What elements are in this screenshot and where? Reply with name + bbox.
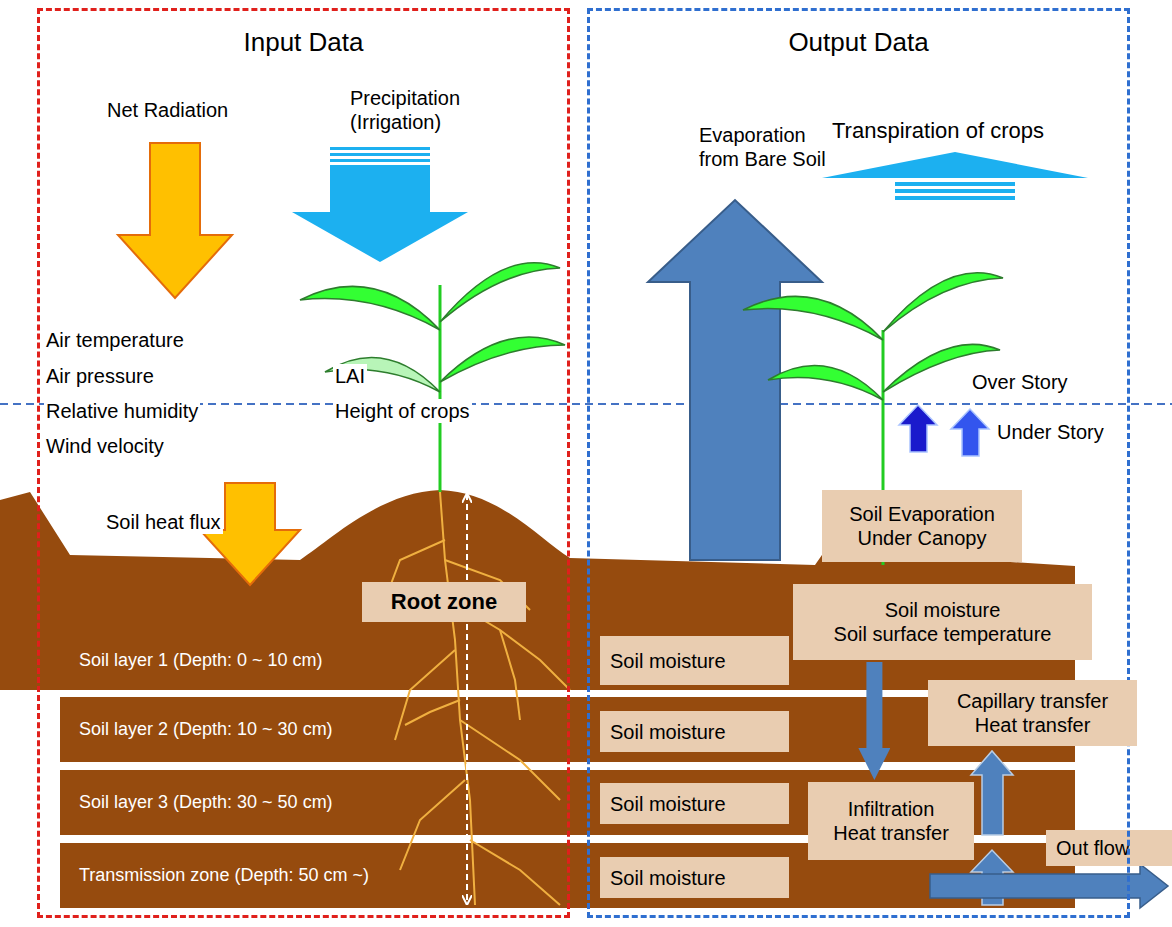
input-region: Input DataRoot zone bbox=[37, 8, 570, 918]
box-text: Out flow bbox=[1056, 836, 1162, 860]
output-box: Soil moisture bbox=[600, 783, 789, 824]
arrow-body bbox=[292, 165, 468, 262]
output-box: Out flow bbox=[1046, 830, 1172, 866]
root bbox=[500, 630, 520, 720]
transpiration-arrow bbox=[822, 152, 1088, 200]
heat-flux-arrow bbox=[200, 483, 300, 585]
output-box: Soil Evaporation Under Canopy bbox=[822, 490, 1022, 562]
outflow-arrow bbox=[930, 864, 1168, 908]
output-box: Soil moisture bbox=[600, 857, 789, 898]
output-box: Soil moistureSoil surface temperature bbox=[793, 584, 1092, 660]
root bbox=[400, 780, 465, 870]
evaporation-arrow bbox=[648, 200, 822, 560]
output-label: Evaporation from Bare Soil bbox=[697, 123, 846, 171]
output-region: Output DataSoil Evaporation Under Canopy… bbox=[587, 8, 1130, 918]
input-label: Height of crops bbox=[333, 399, 472, 423]
input-label: Air pressure bbox=[44, 364, 156, 388]
leaf bbox=[440, 337, 565, 382]
precipitation-arrow bbox=[292, 147, 468, 262]
input-label: Relative humidity bbox=[44, 399, 200, 423]
box-text: Heat transfer bbox=[818, 821, 964, 845]
understory-arrow bbox=[899, 405, 937, 452]
roots bbox=[385, 492, 570, 905]
capillary-arrow bbox=[971, 751, 1013, 835]
arrow-stripe bbox=[895, 182, 1015, 186]
input-label: Soil heat flux bbox=[104, 510, 223, 534]
flow-arrow bbox=[866, 662, 882, 748]
arrow-stripe bbox=[330, 153, 430, 156]
crop-stem bbox=[439, 285, 442, 492]
region-heading: Output Data bbox=[590, 27, 1127, 58]
layer-text: Soil layer 1 (Depth: 0 ~ 10 cm) bbox=[75, 650, 327, 672]
output-box: Soil moisture bbox=[600, 711, 789, 752]
crop-leaves bbox=[743, 273, 1003, 400]
input-label: LAI bbox=[333, 364, 367, 388]
input-label: Air temperature bbox=[44, 328, 186, 352]
input-label: Net Radiation bbox=[105, 98, 230, 122]
box-text: Soil Evaporation Under Canopy bbox=[832, 502, 1012, 550]
box-text: Root zone bbox=[370, 589, 518, 615]
output-box: Capillary transferHeat transfer bbox=[928, 680, 1137, 746]
layer-text: Soil layer 3 (Depth: 30 ~ 50 cm) bbox=[75, 792, 337, 814]
root-zone-box: Root zone bbox=[362, 582, 526, 622]
radiation-arrow bbox=[118, 143, 232, 298]
box-text: Infiltration bbox=[818, 797, 964, 821]
arrow-stripe bbox=[330, 159, 430, 162]
root bbox=[395, 650, 455, 740]
box-text: Soil surface temperature bbox=[803, 622, 1082, 646]
understory-arrow bbox=[951, 409, 989, 456]
box-text: Soil moisture bbox=[803, 598, 1082, 622]
arrow-stripe bbox=[895, 196, 1015, 200]
box-text: Soil moisture bbox=[610, 866, 779, 890]
crop-leaves bbox=[300, 263, 565, 392]
box-text: Heat transfer bbox=[938, 713, 1127, 737]
output-box: InfiltrationHeat transfer bbox=[808, 782, 974, 860]
output-box: Soil moisture bbox=[600, 636, 789, 685]
output-label: Transpiration of crops bbox=[830, 118, 1046, 144]
region-heading: Input Data bbox=[40, 27, 567, 58]
root-zone-arrow bbox=[466, 494, 468, 904]
story-label: Under Story bbox=[995, 420, 1106, 444]
layer-text: Transmission zone (Depth: 50 cm ~) bbox=[75, 865, 373, 887]
arrow-stripe bbox=[895, 189, 1015, 193]
leaf bbox=[768, 365, 883, 400]
box-text: Capillary transfer bbox=[938, 689, 1127, 713]
leaf bbox=[743, 296, 883, 340]
input-label: Wind velocity bbox=[44, 434, 166, 458]
leaf bbox=[440, 263, 560, 322]
box-text: Soil moisture bbox=[610, 649, 779, 673]
arrow-stripe bbox=[330, 147, 430, 150]
story-label: Over Story bbox=[970, 370, 1070, 394]
root bbox=[470, 840, 560, 905]
layer-text: Soil layer 2 (Depth: 10 ~ 30 cm) bbox=[75, 719, 337, 741]
leaf bbox=[325, 357, 440, 392]
leaf bbox=[883, 273, 1003, 332]
box-text: Soil moisture bbox=[610, 720, 779, 744]
root bbox=[460, 720, 560, 800]
input-label: Precipitation (Irrigation) bbox=[348, 86, 492, 134]
arrow-head bbox=[822, 152, 1088, 178]
box-text: Soil moisture bbox=[610, 792, 779, 816]
root bbox=[405, 700, 460, 725]
root bbox=[440, 492, 475, 905]
leaf bbox=[300, 286, 440, 330]
